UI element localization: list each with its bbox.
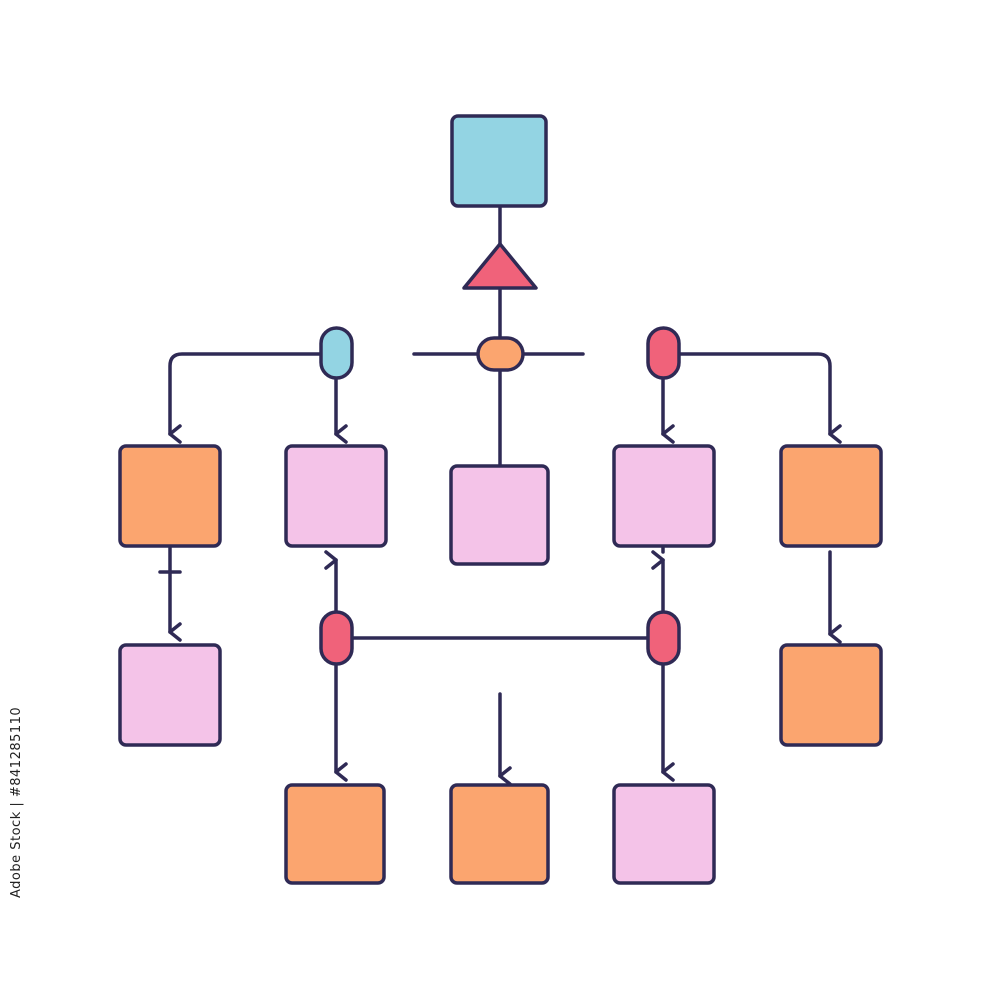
stock-watermark: Adobe Stock | #841285110 (9, 706, 24, 898)
node-junction-right[interactable] (646, 326, 681, 380)
node-box-row1-2[interactable] (284, 444, 388, 548)
node-decision-triangle[interactable] (462, 242, 538, 290)
node-box-row2-1[interactable] (118, 643, 222, 747)
edge-right-pill-box5 (676, 352, 842, 444)
node-box-row2-5[interactable] (779, 643, 883, 747)
edge-left-pill-box1 (168, 352, 324, 444)
node-box-row1-4[interactable] (612, 444, 716, 548)
node-box-row3-3[interactable] (449, 783, 550, 885)
node-junction-left[interactable] (319, 326, 354, 380)
node-box-row1-5[interactable] (779, 444, 883, 548)
node-junction-center[interactable] (476, 336, 525, 372)
node-box-row3-2[interactable] (284, 783, 386, 885)
node-junction-lower-left[interactable] (319, 610, 354, 666)
node-junction-lower-right[interactable] (646, 610, 681, 666)
nodes (118, 114, 883, 885)
node-box-row3-4[interactable] (612, 783, 716, 885)
node-box-row1-3[interactable] (449, 464, 550, 566)
node-root[interactable] (450, 114, 548, 208)
node-box-row1-1[interactable] (118, 444, 222, 548)
connectors (158, 204, 842, 786)
